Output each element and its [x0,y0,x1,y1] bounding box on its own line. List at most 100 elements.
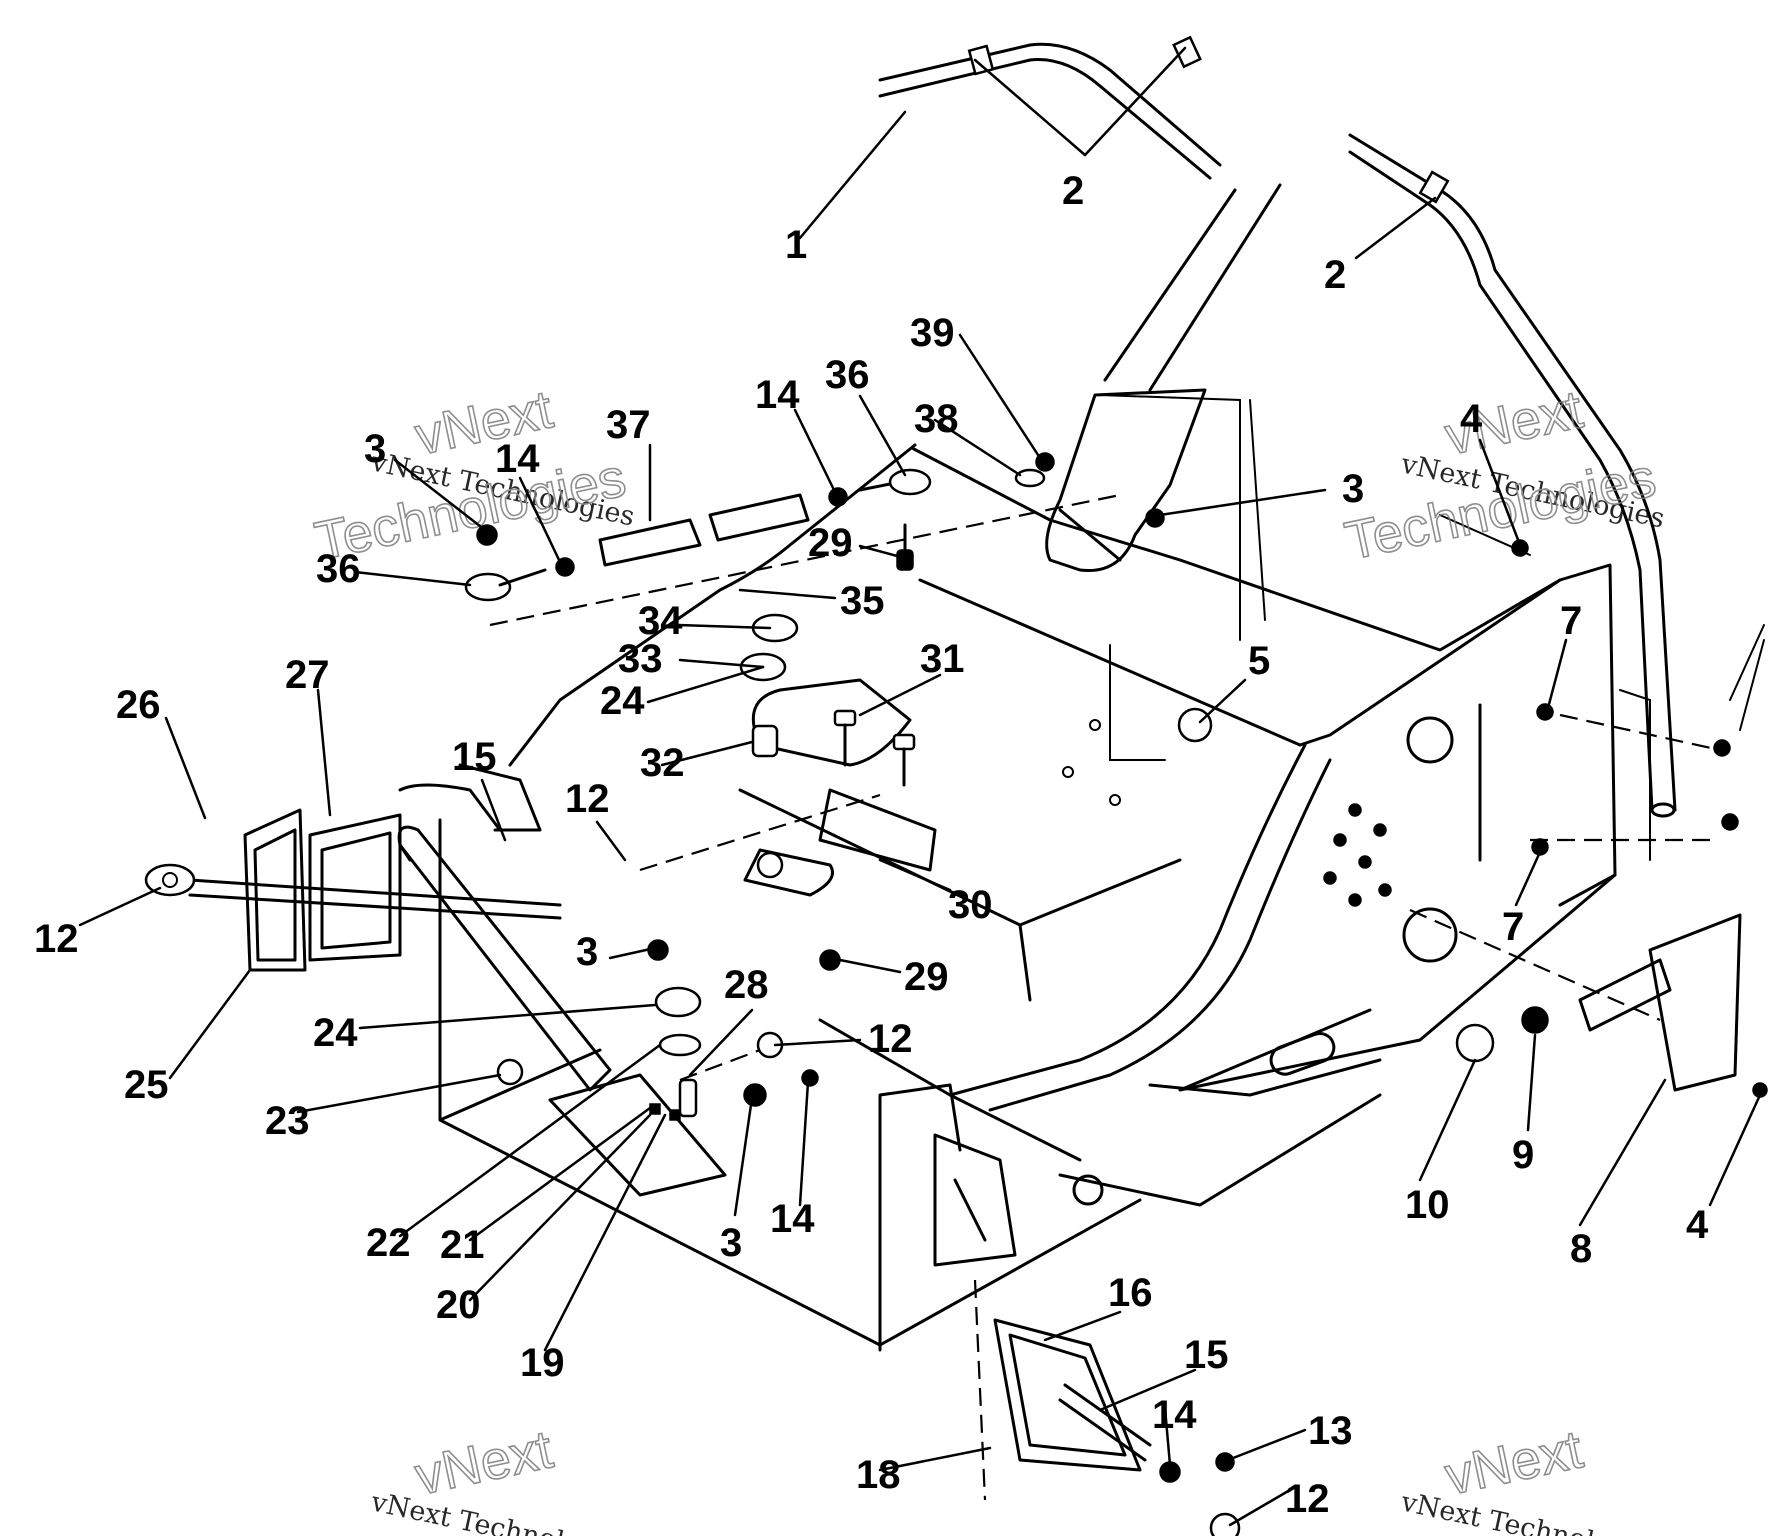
leader-line [1418,1058,1477,1182]
callout-12: 12 [565,777,610,821]
watermark-text: vNext Technologies [368,1486,638,1536]
callout-14: 14 [495,437,540,481]
callout-14: 14 [755,373,800,417]
callout-32: 32 [640,741,685,785]
callout-24: 24 [600,679,645,723]
callout-5: 5 [1248,639,1270,683]
watermark: vNext Technologies vNext Technologies vN… [309,379,1668,1536]
callout-12: 12 [34,917,79,961]
callout-3: 3 [1342,467,1364,511]
callout-36: 36 [825,353,870,397]
callout-33: 33 [618,637,663,681]
leader-line [1163,1406,1172,1467]
leader-line [878,1446,992,1472]
callout-21: 21 [440,1223,485,1267]
leader-line [1198,678,1247,724]
leader-line [398,1043,662,1238]
leader-line [1526,1033,1537,1132]
leader-line [353,570,472,587]
leader-line [838,958,902,974]
leader-line [1083,46,1187,157]
leader-line [773,1038,862,1047]
leader-line [393,458,487,532]
fastener-hardware [464,452,1768,1197]
leader-line [646,665,765,704]
callout-16: 16 [1108,1271,1153,1315]
leader-line [1354,196,1437,260]
callout-39: 39 [910,311,955,355]
callout-29: 29 [808,521,853,565]
callout-2: 2 [1062,169,1084,213]
callout-7: 7 [1502,905,1524,949]
leader-line [858,544,914,562]
callout-22: 22 [366,1221,411,1265]
callout-30: 30 [948,883,993,927]
watermark-outline: vNext [410,1419,558,1506]
leader-line [1546,638,1568,710]
roll-bar-tubes [878,35,1765,818]
callout-19: 19 [520,1341,565,1385]
leader-line [660,740,754,767]
callout-27: 27 [285,653,330,697]
alignment-lines [489,493,1721,1501]
callout-37: 37 [606,403,651,447]
callout-2: 2 [1324,253,1346,297]
leader-line [1228,1488,1292,1527]
leader-line [676,623,772,630]
leader-line [595,820,627,862]
leader-line [1226,1428,1307,1462]
leader-line [1708,1093,1762,1207]
leader-line [733,1096,754,1217]
callout-24: 24 [313,1011,358,1055]
callout-36: 36 [316,547,361,591]
leader-line [933,418,1022,477]
callout-28: 28 [724,963,769,1007]
callout-25: 25 [124,1063,169,1107]
callout-18: 18 [856,1453,901,1497]
leader-line [316,688,332,817]
callout-38: 38 [914,397,959,441]
leader-line [878,858,952,892]
leader-line [164,716,207,820]
leader-line [543,1113,667,1352]
watermark-outline: vNext [1440,1419,1588,1506]
callout-14: 14 [770,1197,815,1241]
left-mounting-plates [144,783,562,972]
callout-23: 23 [265,1099,310,1143]
leader-line [858,394,907,477]
callout-9: 9 [1512,1133,1534,1177]
watermark-text: vNext Technologies [1398,1486,1668,1536]
leader-line [1478,438,1522,547]
leader-line [608,946,657,960]
leader-line [958,333,1042,460]
callout-4: 4 [1460,397,1483,441]
leader-line [78,886,162,927]
callout-3: 3 [576,930,598,974]
callout-1: 1 [785,223,807,267]
leader-line [358,1003,657,1030]
callout-15: 15 [452,735,497,779]
leader-line [793,408,837,494]
leader-line [798,110,907,240]
lower-pedal-plate [993,1318,1241,1536]
watermark-outline: Technologies [1340,448,1661,572]
callout-34: 34 [638,599,683,643]
callout-leaders [78,46,1762,1527]
callout-8: 8 [1570,1227,1592,1271]
leader-line [738,588,837,600]
leader-line [1158,488,1327,517]
callout-12: 12 [1285,1477,1330,1521]
control-linkage [397,388,1207,1352]
callout-12: 12 [868,1017,913,1061]
callout-26: 26 [116,683,161,727]
leader-line [468,1106,652,1242]
leader-line [518,476,562,564]
leader-line [688,1008,754,1077]
callout-15: 15 [1184,1333,1229,1377]
callout-20: 20 [436,1283,481,1327]
callout-4: 4 [1686,1203,1709,1247]
callout-14: 14 [1152,1393,1197,1437]
callout-10: 10 [1405,1183,1450,1227]
